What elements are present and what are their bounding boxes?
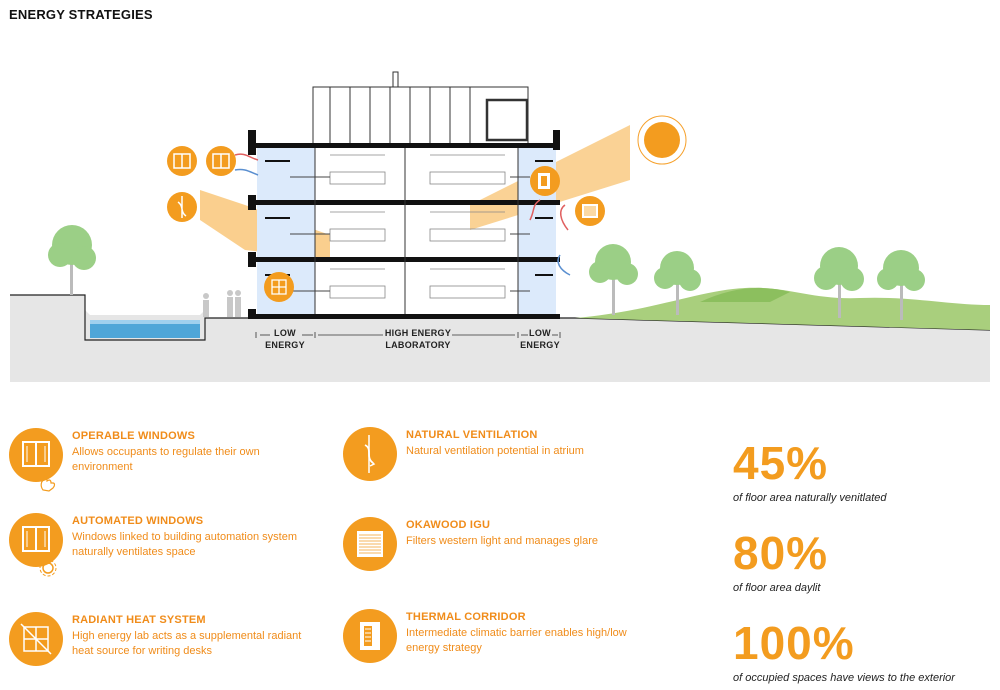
operable-window-badge-icon	[167, 146, 197, 176]
natural-ventilation-badge-icon	[167, 192, 197, 222]
tree-icon	[814, 247, 864, 318]
radiant-heat-badge-icon	[264, 272, 294, 302]
stat-daylit: 80% of floor area daylit	[733, 530, 828, 594]
legend-title: NATURAL VENTILATION	[406, 429, 538, 441]
lab-benches	[329, 154, 506, 299]
stat-caption: of floor area naturally venitlated	[733, 492, 887, 504]
legend-item-operable-windows: OPERABLE WINDOWS Allows occupants to reg…	[9, 428, 309, 498]
stat-exterior-views: 100% of occupied spaces have views to th…	[733, 620, 955, 684]
okawood-igu-badge-icon	[575, 196, 605, 226]
legend-title: THERMAL CORRIDOR	[406, 611, 526, 623]
thermal-corridor-badge-icon	[530, 166, 560, 196]
thermal-corridor-icon	[343, 609, 397, 663]
zone-label-low-energy-west: LOW ENERGY	[265, 328, 305, 350]
legend-item-okawood-igu: OKAWOOD IGU Filters western light and ma…	[343, 517, 643, 587]
legend-title: RADIANT HEAT SYSTEM	[72, 614, 206, 626]
legend-title: OKAWOOD IGU	[406, 519, 491, 531]
gear-icon	[39, 559, 57, 577]
people-figures	[203, 290, 241, 317]
grass-hill	[575, 287, 990, 330]
natural-ventilation-icon	[343, 427, 397, 481]
legend-item-radiant-heat-system: RADIANT HEAT SYSTEM High energy lab acts…	[9, 612, 309, 682]
tree-icon	[48, 225, 96, 295]
interior-partitions	[314, 148, 519, 314]
rooftop-penthouse	[312, 71, 529, 146]
okawood-igu-icon	[343, 517, 397, 571]
sun-icon	[637, 115, 687, 165]
tree-icon	[877, 250, 925, 320]
automated-window-badge-icon	[206, 146, 236, 176]
airflow-arrows	[290, 176, 530, 292]
legend-item-natural-ventilation: NATURAL VENTILATION Natural ventilation …	[343, 427, 643, 497]
stat-value: 80%	[733, 527, 829, 579]
automated-window-icon	[9, 513, 63, 567]
building-section-diagram	[10, 71, 991, 382]
zone-label-high-energy-laboratory: HIGH ENERGY LABORATORY	[384, 328, 452, 350]
tree-icon	[654, 251, 701, 315]
zone-label-low-energy-east: LOW ENERGY	[520, 328, 560, 350]
radiant-heat-icon	[9, 612, 63, 666]
legend-description: Filters western light and manages glare	[406, 535, 598, 547]
reflecting-pool	[90, 320, 200, 338]
page-title: ENERGY STRATEGIES	[9, 7, 153, 22]
tree-icon	[589, 244, 638, 315]
stat-value: 45%	[733, 437, 829, 489]
stat-caption: of floor area daylit	[733, 582, 821, 594]
ground-section	[10, 295, 990, 382]
operable-window-icon	[9, 428, 63, 482]
legend-description: Intermediate climatic barrier enables hi…	[406, 627, 627, 654]
legend-title: AUTOMATED WINDOWS	[72, 515, 204, 527]
legend-description: Natural ventilation potential in atrium	[406, 445, 584, 457]
legend-description: High energy lab acts as a supplemental r…	[72, 630, 302, 657]
legend-item-thermal-corridor: THERMAL CORRIDOR Intermediate climatic b…	[343, 609, 643, 679]
stat-value: 100%	[733, 617, 855, 669]
legend-title: OPERABLE WINDOWS	[72, 430, 195, 442]
zone-dimension-lines	[255, 332, 561, 338]
hand-icon	[40, 473, 56, 492]
exterior-walls	[248, 130, 560, 319]
ventilation-arrows	[234, 153, 571, 276]
stat-naturally-ventilated: 45% of floor area naturally venitlated	[733, 440, 886, 504]
legend-item-automated-windows: AUTOMATED WINDOWS Windows linked to buil…	[9, 513, 309, 583]
legend-description: Windows linked to building automation sy…	[72, 531, 298, 558]
stat-caption: of occupied spaces have views to the ext…	[733, 672, 955, 684]
legend-description: Allows occupants to regulate their own e…	[72, 446, 260, 473]
